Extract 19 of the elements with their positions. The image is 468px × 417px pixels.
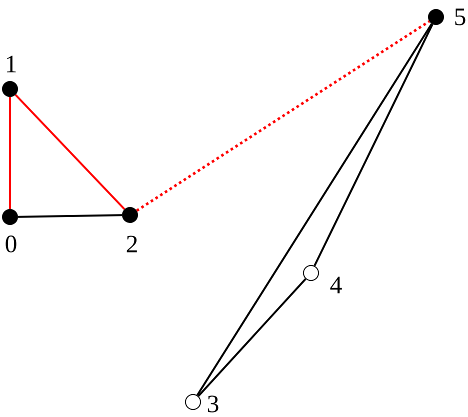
line: [314, 24, 434, 266]
line: [136, 20, 430, 212]
point-label: 2: [126, 236, 137, 252]
line: [196, 23, 433, 396]
line: [14, 94, 126, 210]
point-dot: [2, 209, 18, 225]
point-label: 4: [330, 276, 342, 294]
line: [9, 97, 11, 209]
point-label: 5: [455, 8, 466, 26]
line: [198, 278, 306, 397]
point-dot: [185, 394, 201, 410]
point-label: 1: [6, 56, 16, 72]
line: [18, 214, 122, 218]
point-dot: [122, 207, 138, 223]
point-dot: [428, 9, 444, 25]
point-dot: [2, 81, 18, 97]
point-label: 3: [208, 396, 218, 412]
point-dot: [303, 265, 319, 281]
point-label: 0: [6, 236, 16, 252]
